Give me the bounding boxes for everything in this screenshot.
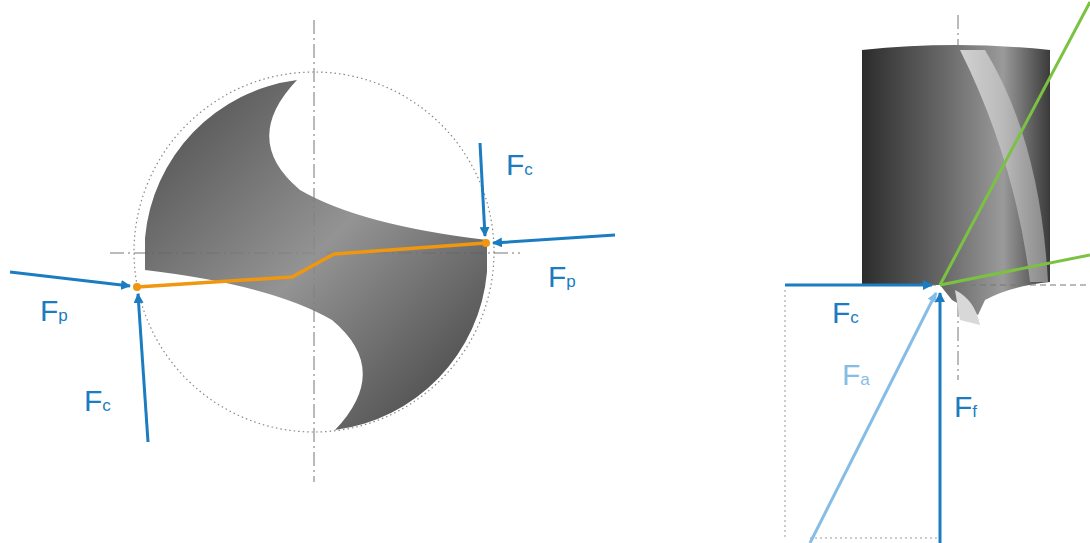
force-arrow — [138, 294, 148, 442]
force-label: Ff — [954, 392, 977, 422]
force-arrow — [10, 272, 130, 286]
corner-point — [482, 239, 490, 247]
force-label: Fp — [548, 262, 576, 292]
construction-line — [785, 290, 786, 540]
force-arrow — [810, 293, 936, 543]
drill-body — [862, 45, 1050, 315]
angle-line — [940, 2, 1090, 285]
construction-line — [810, 538, 940, 539]
force-arrow — [493, 235, 615, 243]
corner-point — [133, 283, 141, 291]
cutting-edge — [137, 243, 486, 287]
force-arrow — [785, 284, 932, 287]
force-label: Fp — [40, 296, 68, 326]
force-arrow — [939, 293, 942, 543]
force-label: Fc — [506, 150, 533, 180]
force-label: Fa — [842, 360, 870, 390]
force-arrow — [480, 143, 485, 236]
drill-tip — [955, 290, 980, 325]
force-label: Fc — [832, 298, 859, 328]
force-label: Fc — [84, 386, 111, 416]
angle-line — [940, 255, 1090, 285]
drill-section — [145, 80, 487, 430]
